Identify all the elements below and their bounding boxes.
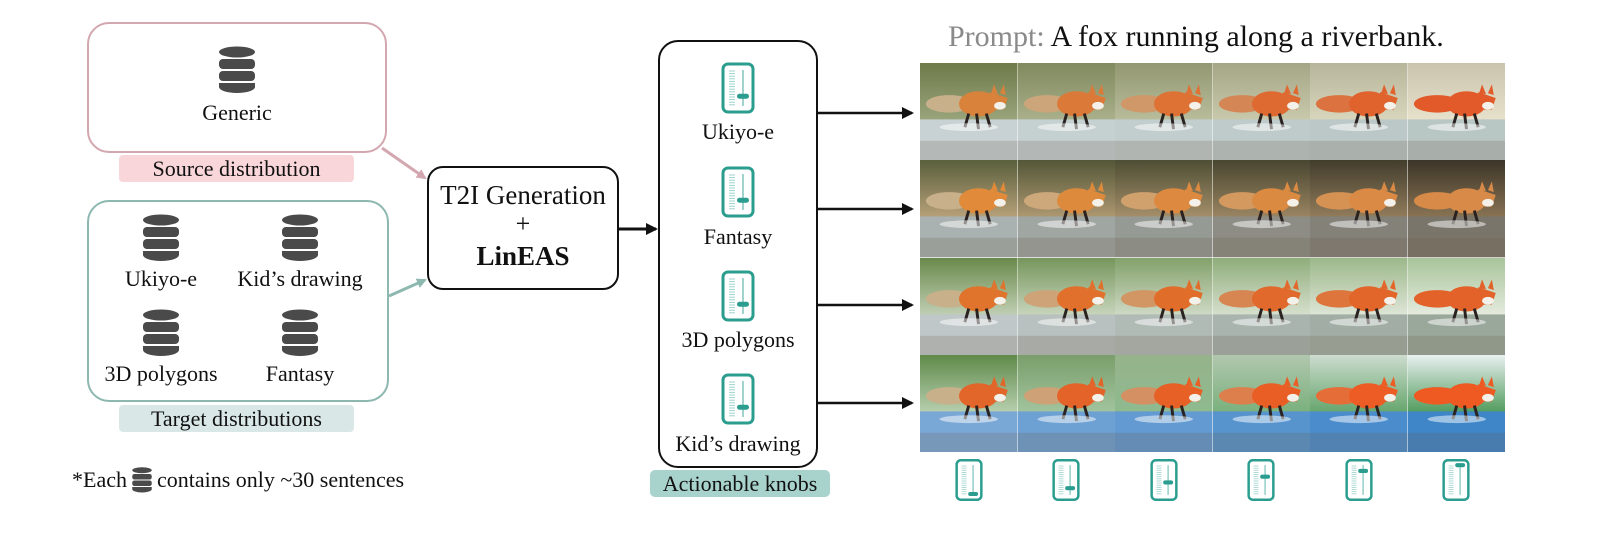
generated-image [1212,354,1310,452]
arrow-target-to-generator [388,278,427,298]
database-icon [282,309,318,356]
database-icon [143,309,179,356]
generator-method: LinEAS [476,241,570,271]
knob-label: 3D polygons [681,327,795,352]
knobs-panel [658,40,818,468]
generated-image [1310,63,1408,161]
generated-image [1407,354,1505,452]
generated-image [1115,160,1213,258]
generator-plus: + [515,209,531,238]
target-distributions-box [87,200,389,402]
generated-image [1017,160,1115,258]
fox-image [1310,257,1408,355]
prompt-line: Prompt: A fox running along a riverbank. [948,20,1444,54]
generator-box: T2I Generation + LinEAS [427,166,619,290]
fox-image [1017,160,1115,258]
knob-slider-icon[interactable] [721,166,755,218]
actionable-knobs-tag: Actionable knobs [650,470,830,497]
generated-image [920,257,1018,355]
fox-image [1310,63,1408,161]
fox-image [1407,257,1505,355]
generated-image [1407,160,1505,258]
generated-image-grid [920,63,1505,452]
target-dataset-label: 3D polygons [104,361,218,386]
generated-image [1212,160,1310,258]
generated-image [1115,257,1213,355]
fox-image [1407,63,1505,161]
generated-image [1407,63,1505,161]
knob-slider-icon[interactable] [721,62,755,114]
target-dataset-label: Fantasy [265,361,335,386]
fox-image [1017,63,1115,161]
prompt-label: Prompt: [948,20,1045,53]
strength-slider-icon[interactable] [1052,458,1080,502]
generated-image [1115,354,1213,452]
footnote-suffix: contains only ~30 sentences [156,467,405,492]
footnote: *Each contains only ~30 sentences [72,467,404,493]
fox-image [1115,257,1213,355]
strength-slider-icon[interactable] [1345,458,1373,502]
fox-image [920,160,1018,258]
knob-label: Ukiyo-e [701,119,775,144]
fox-image [1310,354,1408,452]
knob-label: Fantasy [703,224,773,249]
fox-image [1212,160,1310,258]
fox-image [920,257,1018,355]
generated-image [1115,63,1213,161]
source-dataset-label: Generic [202,100,272,125]
source-distribution-tag: Source distribution [119,155,354,182]
knob-slider-icon[interactable] [721,270,755,322]
footnote-prefix: *Each [72,467,127,492]
strength-slider-icon[interactable] [1150,458,1178,502]
fox-image [1115,354,1213,452]
generator-title: T2I Generation [440,180,606,210]
arrow-source-to-generator [381,146,427,180]
target-dataset-label: Kid’s drawing [237,266,363,291]
database-icon [219,46,255,93]
strength-slider-icon[interactable] [1247,458,1275,502]
generated-image [920,160,1018,258]
generated-image [920,354,1018,452]
generated-image [1212,63,1310,161]
generated-image [1212,257,1310,355]
fox-image [1212,63,1310,161]
fox-image [1310,160,1408,258]
fox-image [1212,354,1310,452]
fox-image [920,354,1018,452]
source-distribution-box [87,22,387,153]
knob-slider-icon[interactable] [721,373,755,425]
generated-image [1017,63,1115,161]
strength-slider-icon[interactable] [955,458,983,502]
database-icon [282,214,318,261]
fox-image [920,63,1018,161]
database-icon [143,214,179,261]
fox-image [1115,63,1213,161]
target-dataset-label: Ukiyo-e [124,266,198,291]
fox-image [1212,257,1310,355]
database-icon [132,467,152,493]
generated-image [1017,257,1115,355]
strength-slider-icon[interactable] [1442,458,1470,502]
generated-image [1310,257,1408,355]
generated-image [1017,354,1115,452]
fox-image [1017,354,1115,452]
generated-image [1310,160,1408,258]
generated-image [1310,354,1408,452]
fox-image [1407,160,1505,258]
target-distributions-tag: Target distributions [119,405,354,432]
fox-image [1407,354,1505,452]
prompt-text: A fox running along a riverbank. [1050,20,1444,53]
generated-image [920,63,1018,161]
generated-image [1407,257,1505,355]
fox-image [1017,257,1115,355]
knob-label: Kid’s drawing [675,431,801,456]
fox-image [1115,160,1213,258]
